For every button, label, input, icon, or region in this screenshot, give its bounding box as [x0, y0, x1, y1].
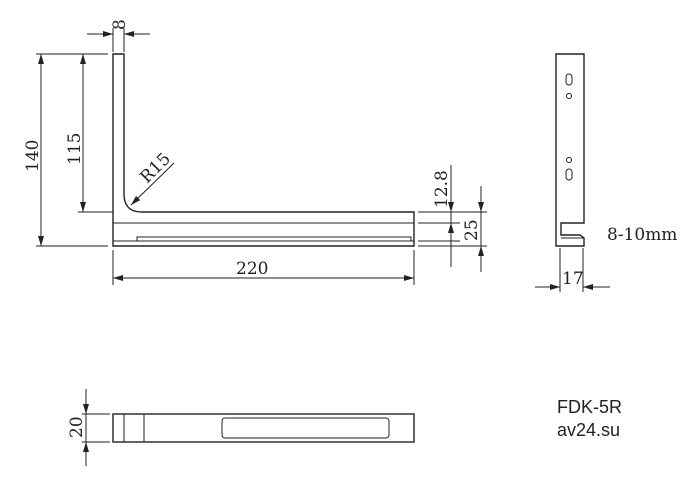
dim-thickness: 8: [110, 19, 130, 30]
side-view: [535, 53, 610, 292]
dim-gap: 8-10mm: [607, 225, 677, 245]
mounting-slot: [565, 73, 573, 86]
front-view: [36, 28, 487, 285]
dim-base-height: 25: [462, 219, 482, 241]
dim-radius: R15: [136, 149, 174, 187]
dim-slot-offset: 12.8: [432, 170, 452, 208]
site-label: av24.su: [557, 420, 621, 440]
model-label: FDK-5R: [557, 397, 623, 417]
dim-length: 220: [236, 259, 268, 279]
mounting-slot: [565, 168, 573, 181]
mounting-hole: [566, 157, 572, 163]
mounting-hole: [566, 93, 572, 99]
bottom-view: [82, 389, 415, 466]
dim-bottom-width: 20: [67, 416, 87, 438]
dim-side-width: 17: [562, 269, 584, 289]
dim-inner-height: 115: [65, 133, 85, 165]
dim-total-height: 140: [23, 140, 43, 172]
